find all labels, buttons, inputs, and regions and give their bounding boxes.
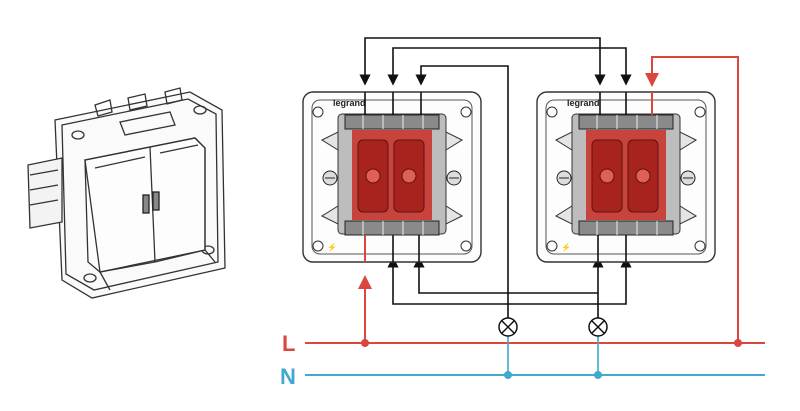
- phase-wires: [358, 56, 739, 343]
- line-label: L: [282, 331, 295, 356]
- switch-mechanism-left: legrand: [302, 91, 482, 263]
- lamp-symbol-icon: [588, 317, 608, 337]
- neutral-label: N: [280, 364, 296, 389]
- bus-lines: L N: [280, 331, 765, 389]
- brand-logo: legrand: [333, 98, 366, 108]
- switch-isometric-illustration: [27, 87, 226, 299]
- interconnect-wires: [359, 37, 632, 375]
- svg-text:⚡: ⚡: [561, 242, 571, 252]
- brand-logo: legrand: [567, 98, 600, 108]
- lamp-symbol-icon: [498, 317, 518, 337]
- svg-text:⚡: ⚡: [327, 242, 337, 252]
- switch-mechanism-right: legrand ⚡: [536, 91, 716, 263]
